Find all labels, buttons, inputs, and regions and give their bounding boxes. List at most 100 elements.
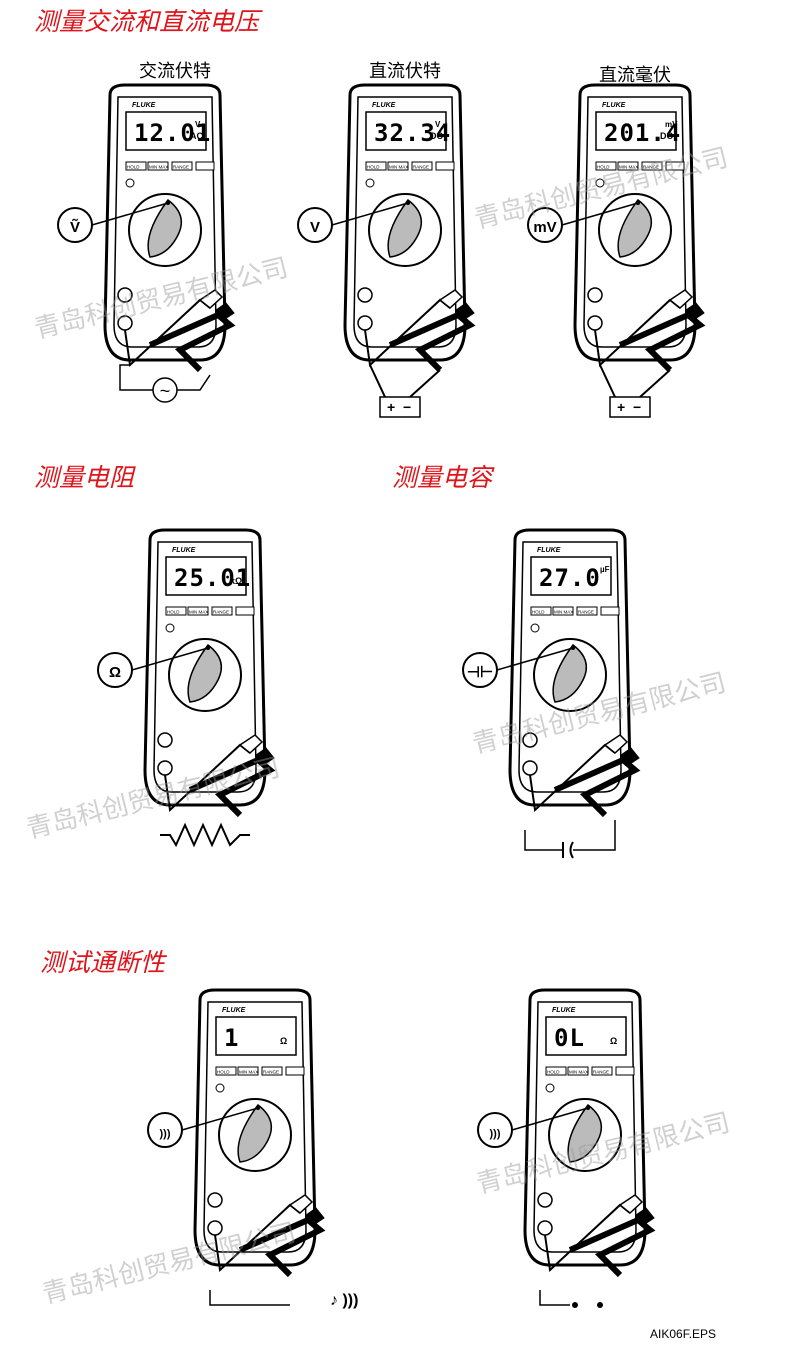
- dial-pointer: [617, 198, 653, 258]
- brand-logo: FLUKE: [372, 102, 396, 109]
- dial-pointer: [187, 643, 223, 703]
- panel-button: [235, 606, 255, 616]
- black-probe: [455, 302, 475, 322]
- panel-button-label: RANGE: [263, 1070, 279, 1075]
- red-probe: [438, 289, 464, 309]
- lcd-reading: 1: [224, 1024, 239, 1052]
- battery-plus: +: [387, 399, 395, 415]
- panel-button-label: MIN MAX: [239, 1070, 258, 1075]
- panel-button-label: HOLD: [217, 1070, 230, 1075]
- panel-button: [125, 161, 147, 171]
- panel-button-label: MIN MAX: [554, 610, 573, 615]
- lcd-display: [125, 111, 207, 151]
- function-symbol: Ω: [109, 664, 121, 681]
- panel-button: [552, 606, 574, 616]
- input-jack: [207, 1192, 223, 1208]
- panel-button: [147, 161, 169, 171]
- panel-button: [530, 606, 552, 616]
- callout-line: [181, 1107, 259, 1131]
- capacitor-plate: [569, 841, 574, 859]
- panel-button: [595, 161, 617, 171]
- panel-button-label: MIN MAX: [569, 1070, 588, 1075]
- black-lead: [618, 311, 706, 373]
- heading-voltage: 测量交流和直流电压: [34, 7, 260, 36]
- caption-dc-volts: 直流伏特: [369, 61, 441, 82]
- battery-wire: [599, 364, 671, 398]
- lcd-unit: V: [195, 120, 201, 129]
- panel-button: [435, 161, 455, 171]
- panel-button-label: HOLD: [547, 1070, 560, 1075]
- backlight-icon: [530, 623, 540, 633]
- lcd-reading: 12.01: [134, 119, 211, 147]
- dial-pointer: [237, 1103, 273, 1163]
- backlight-icon: [165, 623, 175, 633]
- lcd-unit: DC: [430, 131, 443, 141]
- panel-button: [261, 1066, 283, 1076]
- figure-id: AIK06F.EPS: [650, 1327, 717, 1341]
- dial-pointer: [552, 643, 588, 703]
- caption-ac-volts: 交流伏特: [139, 61, 211, 82]
- ac-source-symbol: ~: [160, 381, 171, 401]
- panel-button: [211, 606, 233, 616]
- panel-button: [641, 161, 663, 171]
- lcd-display: [530, 556, 612, 596]
- black-lead: [188, 756, 276, 818]
- function-symbol: ))): [160, 1128, 171, 1140]
- battery-minus: −: [403, 399, 411, 415]
- panel-button-label: MIN MAX: [389, 165, 408, 170]
- heading-continuity: 测试通断性: [40, 948, 166, 977]
- lcd-unit: Ω: [280, 1036, 287, 1046]
- brand-logo: FLUKE: [537, 547, 561, 554]
- callout-line: [331, 202, 409, 226]
- battery: [609, 396, 651, 418]
- panel-button-label: HOLD: [367, 165, 380, 170]
- panel-button: [187, 606, 209, 616]
- lcd-display: [165, 556, 247, 596]
- lcd-display: [215, 1016, 297, 1056]
- callout-line: [561, 202, 639, 226]
- black-probe: [635, 1207, 655, 1227]
- backlight-icon: [365, 178, 375, 188]
- red-probe: [668, 289, 694, 309]
- black-lead: [568, 1216, 656, 1278]
- function-symbol: ))): [490, 1128, 501, 1140]
- panel-button-label: RANGE: [643, 165, 659, 170]
- lcd-unit: kΩ: [230, 576, 242, 586]
- black-lead: [238, 1216, 326, 1278]
- open-contact: [572, 1302, 578, 1308]
- input-jack: [522, 732, 538, 748]
- black-lead: [388, 311, 476, 373]
- battery: [379, 396, 421, 418]
- lcd-display: [365, 111, 447, 151]
- black-probe: [620, 747, 640, 767]
- panel-button: [411, 161, 433, 171]
- battery-plus: +: [617, 399, 625, 415]
- input-jack: [537, 1192, 553, 1208]
- dial-pointer: [567, 1103, 603, 1163]
- panel-button-label: HOLD: [597, 165, 610, 170]
- black-probe: [685, 302, 705, 322]
- backlight-icon: [215, 1083, 225, 1093]
- panel-button: [195, 161, 215, 171]
- circuit-wire: [524, 820, 616, 851]
- panel-button: [617, 161, 639, 171]
- panel-button: [237, 1066, 259, 1076]
- input-jack: [522, 760, 538, 776]
- input-jack: [587, 287, 603, 303]
- panel-button-label: RANGE: [213, 610, 229, 615]
- backlight-icon: [595, 178, 605, 188]
- panel-button: [576, 606, 598, 616]
- black-lead: [148, 311, 236, 373]
- input-jack: [117, 287, 133, 303]
- panel-button-label: HOLD: [127, 165, 140, 170]
